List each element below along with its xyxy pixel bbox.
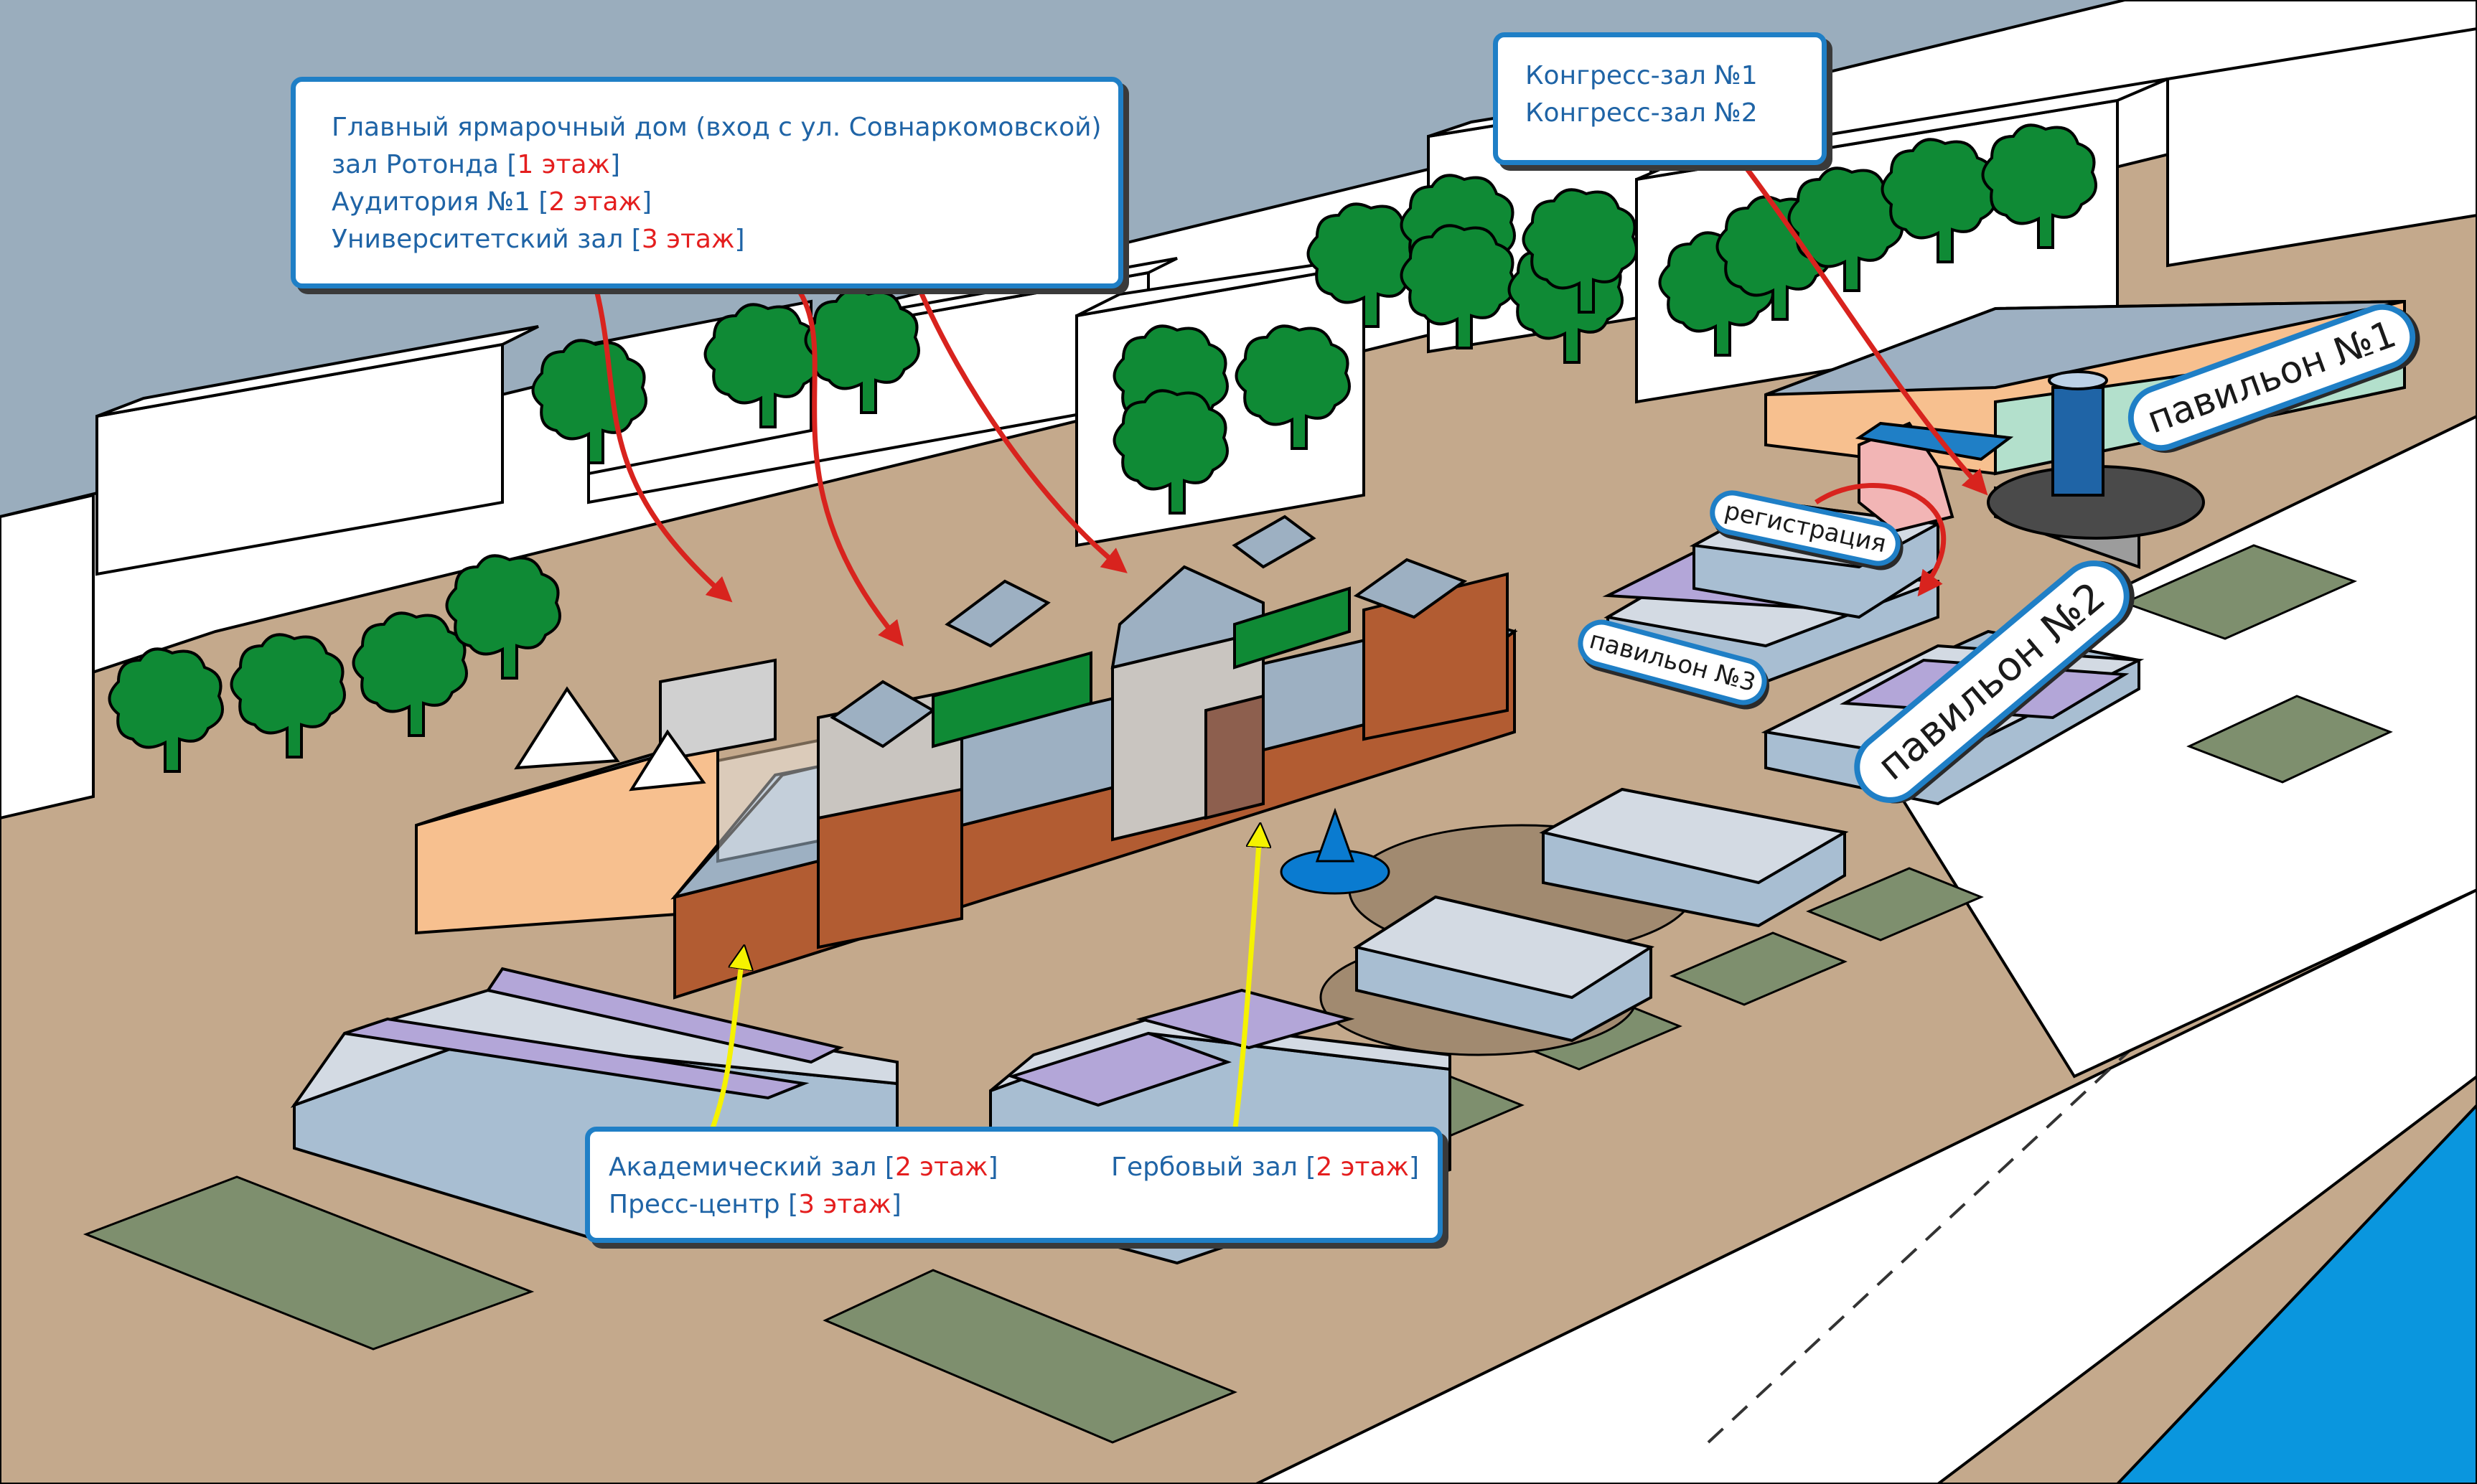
callout-bottom-halls: Академический зал [2 этаж] Пресс-центр […: [585, 1127, 1443, 1243]
callout-line-press-center: Пресс-центр [3 этаж]: [609, 1190, 902, 1219]
fountain: [1280, 807, 1390, 895]
floor-academic-hall: 2 этаж: [894, 1152, 988, 1182]
callout-line-congress-1: Конгресс-зал №1: [1525, 61, 1758, 90]
callout-line-auditorium: Аудитория №1 [2 этаж]: [332, 187, 652, 217]
yellow-arrows: [708, 832, 1260, 1135]
front-road: [1255, 888, 2477, 1484]
callout-line-congress-2: Конгресс-зал №2: [1525, 98, 1758, 128]
callout-line-main-house: Главный ярмарочный дом (вход с ул. Совна…: [332, 113, 1102, 142]
callout-main-fair-house: Главный ярмарочный дом (вход с ул. Совна…: [291, 77, 1123, 288]
callout-line-academic-hall: Академический зал [2 этаж]: [609, 1152, 998, 1182]
callout-congress-halls: Конгресс-зал №1 Конгресс-зал №2: [1493, 32, 1827, 165]
callout-line-gerb-hall: Гербовый зал [2 этаж]: [1111, 1152, 1419, 1182]
red-arrows: [593, 163, 1988, 647]
river: [2115, 1103, 2477, 1484]
floor-university-hall: 3 этаж: [641, 225, 735, 254]
floor-rotonda: 1 этаж: [517, 150, 610, 179]
floor-auditorium: 2 этаж: [548, 187, 642, 217]
main-fair-building: [415, 515, 1518, 1000]
callout-line-rotonda: зал Ротонда [1 этаж]: [332, 150, 620, 179]
floor-press-center: 3 этаж: [798, 1190, 891, 1219]
callout-line-university-hall: Университетский зал [3 этаж]: [332, 225, 745, 254]
floor-gerb-hall: 2 этаж: [1316, 1152, 1409, 1182]
pavilion-1-complex: [1764, 299, 2406, 569]
left-wall-building: [0, 493, 95, 820]
